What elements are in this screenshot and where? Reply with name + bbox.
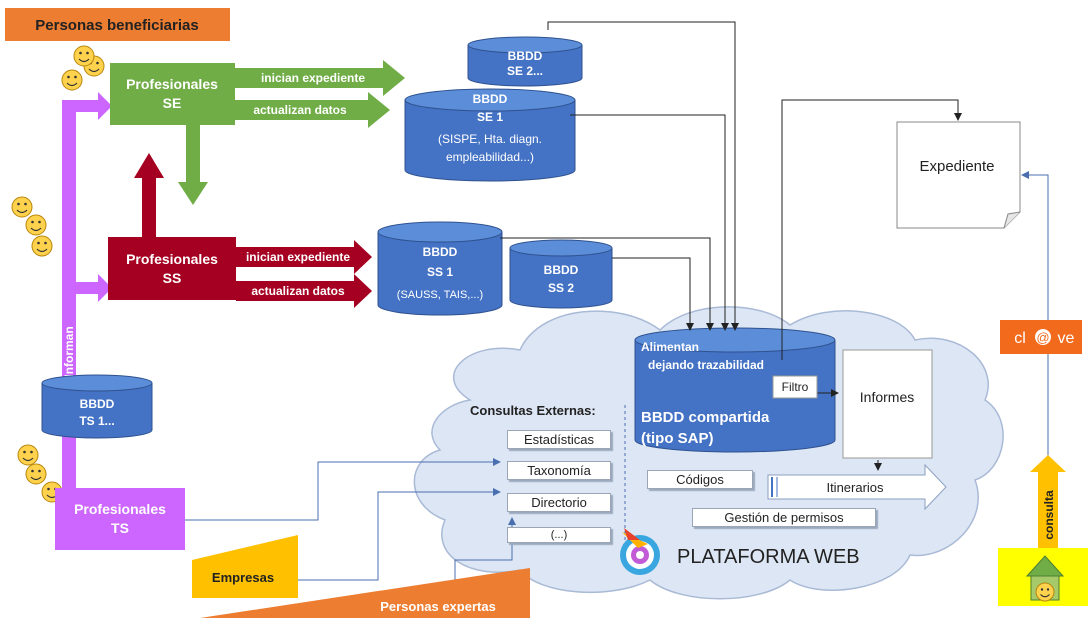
itineraries-arrow bbox=[767, 463, 947, 511]
se-update-arrow bbox=[235, 92, 390, 128]
ts-line1: Profesionales bbox=[74, 501, 166, 517]
ss-update-arrow bbox=[236, 274, 372, 308]
se-line2: SE bbox=[163, 95, 182, 111]
clave-mid: @ bbox=[1036, 330, 1049, 345]
ss-start-label: inician expediente bbox=[246, 250, 350, 264]
ss-line2: SS bbox=[163, 270, 182, 286]
expediente-document bbox=[896, 121, 1021, 229]
beneficiaries-banner bbox=[5, 8, 230, 41]
ts-professionals-box bbox=[55, 488, 185, 550]
smiley-group-top bbox=[61, 45, 105, 91]
ss-to-se-arrow bbox=[134, 153, 164, 237]
db-ss1 bbox=[377, 221, 503, 316]
se-professionals-box bbox=[110, 63, 235, 125]
citizen-smiley-icon bbox=[1035, 582, 1055, 602]
empresas-label: Empresas bbox=[212, 570, 274, 585]
se-start-label: inician expediente bbox=[261, 71, 365, 85]
informes-label: Informes bbox=[860, 389, 914, 405]
db-ts1-line2: TS 1... bbox=[79, 414, 114, 428]
platform-target-icon bbox=[620, 528, 660, 575]
db-ss2-line1: BBDD bbox=[544, 263, 579, 277]
codes-box[interactable]: Códigos bbox=[647, 470, 753, 489]
informan-label: Informan bbox=[62, 326, 76, 377]
db-shared-line2: (tipo SAP) bbox=[641, 430, 714, 447]
db-ts1-line1: BBDD bbox=[80, 397, 115, 411]
empresas-shape bbox=[192, 535, 298, 598]
platform-name: PLATAFORMA WEB bbox=[677, 546, 860, 568]
ss-start-arrow bbox=[236, 240, 372, 274]
informes-document bbox=[842, 349, 933, 459]
db-shared-line1: BBDD compartida bbox=[641, 409, 770, 426]
db-ss2 bbox=[509, 239, 613, 309]
db-se1 bbox=[404, 88, 576, 182]
smiley-group-middle bbox=[11, 196, 53, 257]
expertas-label: Personas expertas bbox=[380, 599, 496, 614]
expediente-label: Expediente bbox=[919, 158, 994, 175]
se-line1: Profesionales bbox=[126, 76, 218, 92]
connector-lines bbox=[500, 21, 962, 471]
external-item-directory[interactable]: Directorio bbox=[507, 493, 611, 512]
db-se2 bbox=[467, 36, 583, 87]
expertas-shape bbox=[200, 568, 530, 618]
ts-line2: TS bbox=[111, 520, 129, 536]
consulta-arrow bbox=[1030, 455, 1066, 550]
db-ss1-line2: SS 1 bbox=[427, 265, 453, 279]
clave-left: cl bbox=[1014, 330, 1026, 347]
db-shared-feed1: Alimentan bbox=[641, 340, 699, 354]
ss-update-label: actualizan datos bbox=[251, 284, 345, 298]
db-se2-line2: SE 2... bbox=[507, 64, 543, 78]
clave-at-badge bbox=[1035, 329, 1051, 345]
db-se1-line1: BBDD bbox=[473, 92, 508, 106]
clave-right: ve bbox=[1058, 330, 1075, 347]
db-ss1-line1: BBDD bbox=[423, 245, 458, 259]
beneficiaries-label: Personas beneficiarias bbox=[35, 17, 198, 34]
filter-label: Filtro bbox=[782, 380, 809, 394]
db-ss2-line2: SS 2 bbox=[548, 281, 574, 295]
filter-box bbox=[772, 375, 818, 399]
db-shared-feed2: dejando trazabilidad bbox=[648, 358, 764, 372]
db-ts1 bbox=[41, 374, 153, 439]
se-to-ss-arrow bbox=[178, 125, 208, 205]
db-se2-line1: BBDD bbox=[508, 49, 543, 63]
se-update-label: actualizan datos bbox=[253, 103, 347, 117]
external-title: Consultas Externas: bbox=[470, 403, 596, 418]
external-item-more[interactable]: (...) bbox=[507, 527, 611, 543]
db-se1-line4: empleabilidad...) bbox=[446, 150, 534, 164]
db-ss1-line3: (SAUSS, TAIS,...) bbox=[397, 289, 483, 301]
external-item-taxonomy[interactable]: Taxonomía bbox=[507, 461, 611, 480]
itineraries-label: Itinerarios bbox=[826, 480, 884, 495]
db-se1-line3: (SISPE, Hta. diagn. bbox=[438, 132, 542, 146]
db-shared bbox=[634, 327, 836, 453]
ss-professionals-box bbox=[108, 237, 236, 300]
db-se1-line2: SE 1 bbox=[477, 110, 503, 124]
consulta-label: consulta bbox=[1042, 490, 1056, 540]
ss-line1: Profesionales bbox=[126, 251, 218, 267]
permissions-box[interactable]: Gestión de permisos bbox=[692, 508, 876, 527]
se-start-arrow bbox=[235, 60, 405, 96]
external-item-statistics[interactable]: Estadísticas bbox=[507, 430, 611, 449]
